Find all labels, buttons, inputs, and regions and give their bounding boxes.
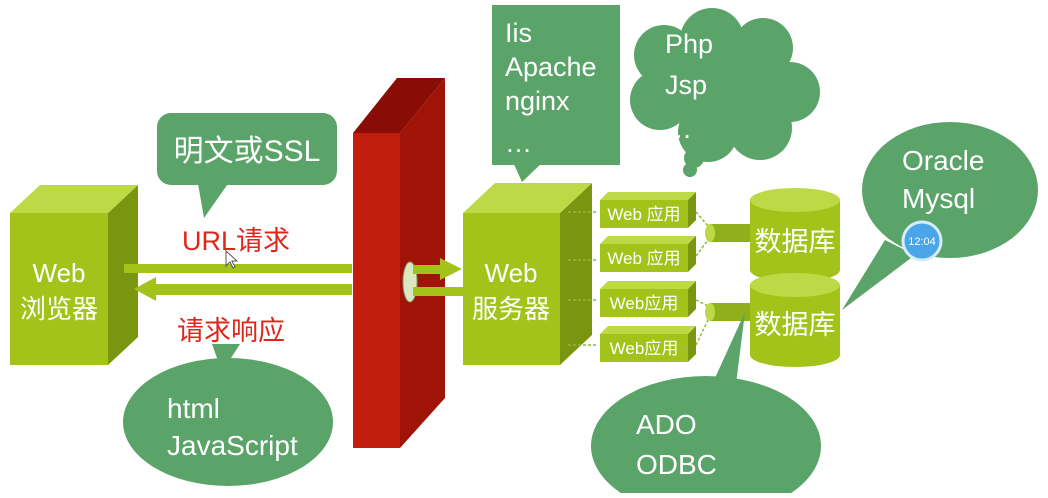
db-access-line2: ODBC bbox=[636, 449, 717, 480]
server-app-connectors bbox=[568, 211, 598, 346]
web-browser-box: Web 浏览器 bbox=[10, 185, 138, 365]
app-label-2: Web 应用 bbox=[607, 249, 680, 268]
language-cloud-line2: Jsp bbox=[665, 70, 707, 100]
clock-widget-time: 12:04 bbox=[908, 236, 936, 248]
server-software-line1: Iis bbox=[505, 18, 532, 48]
clock-widget-icon: 12:04 bbox=[901, 220, 943, 262]
mouse-cursor-icon bbox=[225, 249, 239, 269]
request-label: URL请求 bbox=[182, 226, 290, 256]
firewall-icon bbox=[353, 78, 445, 448]
database-label-1: 数据库 bbox=[755, 227, 836, 257]
language-cloud-line3: … bbox=[665, 114, 692, 144]
app-label-4: Web应用 bbox=[610, 339, 679, 358]
app-box-1: Web 应用 bbox=[600, 192, 696, 228]
web-browser-label-line1: Web bbox=[33, 258, 86, 288]
server-software-line4: … bbox=[505, 128, 532, 158]
web-server-label-line1: Web bbox=[485, 258, 538, 288]
db-pipe-2 bbox=[705, 303, 750, 321]
protocol-callout-text: 明文或SSL bbox=[174, 135, 321, 168]
db-access-line1: ADO bbox=[636, 409, 697, 440]
app-db-connectors bbox=[695, 211, 709, 346]
db-products-callout: Oracle Mysql bbox=[842, 122, 1038, 310]
web-browser-label-line2: 浏览器 bbox=[20, 294, 98, 324]
app-label-1: Web 应用 bbox=[607, 205, 680, 224]
web-server-box: Web 服务器 bbox=[463, 183, 592, 365]
request-arrow bbox=[124, 264, 352, 273]
app-box-3: Web应用 bbox=[600, 281, 696, 317]
server-software-callout: Iis Apache nginx … bbox=[492, 5, 620, 182]
app-box-2: Web 应用 bbox=[600, 236, 696, 272]
database-2: 数据库 bbox=[750, 273, 840, 367]
app-box-4: Web应用 bbox=[600, 326, 696, 362]
protocol-callout: 明文或SSL bbox=[157, 113, 337, 218]
response-label: 请求响应 bbox=[177, 316, 285, 346]
client-tech-callout: html JavaScript bbox=[123, 344, 333, 486]
server-software-line3: nginx bbox=[505, 86, 570, 116]
language-cloud-line1: Php bbox=[665, 29, 713, 59]
database-1: 数据库 bbox=[750, 188, 840, 282]
language-cloud: Php Jsp … bbox=[630, 8, 820, 177]
client-tech-line1: html bbox=[167, 393, 220, 424]
db-products-line2: Mysql bbox=[902, 183, 975, 214]
db-products-line1: Oracle bbox=[902, 145, 984, 176]
server-software-line2: Apache bbox=[505, 52, 597, 82]
response-arrow bbox=[134, 277, 352, 301]
app-label-3: Web应用 bbox=[610, 294, 679, 313]
db-pipe-1 bbox=[705, 224, 750, 242]
db-access-callout: ADO ODBC bbox=[591, 312, 821, 498]
client-tech-line2: JavaScript bbox=[167, 430, 298, 461]
firewall-pass-arrows bbox=[413, 258, 463, 296]
database-label-2: 数据库 bbox=[755, 310, 836, 340]
web-server-label-line2: 服务器 bbox=[472, 294, 550, 324]
